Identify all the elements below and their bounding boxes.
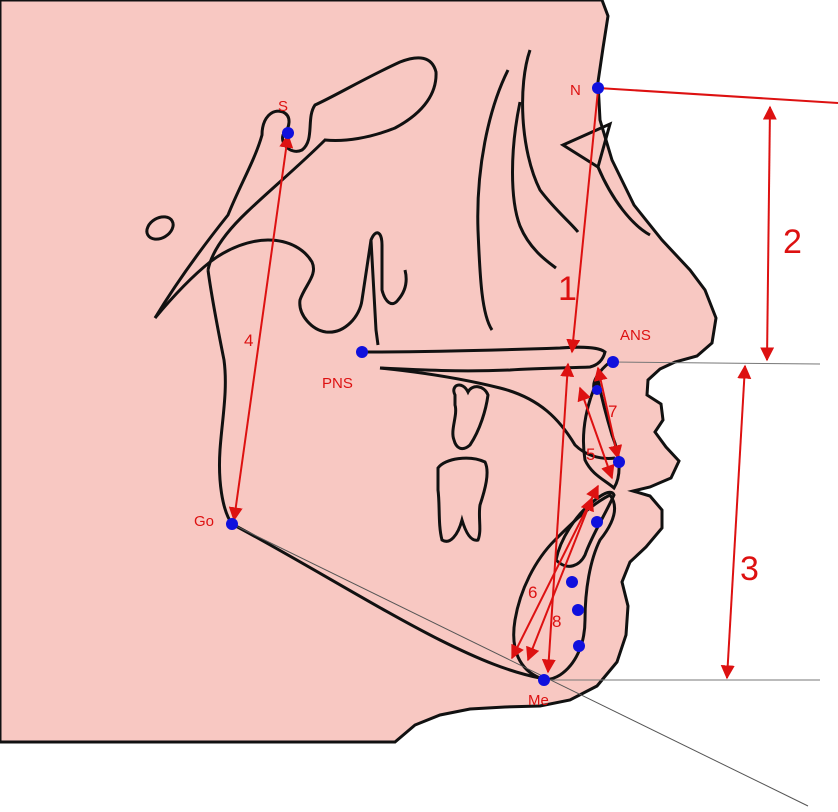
landmark-point-lower-lip — [591, 516, 603, 528]
label-measure-4: 4 — [244, 331, 253, 350]
label-n: N — [570, 82, 581, 99]
landmark-point-ans — [607, 356, 619, 368]
landmark-point-go — [226, 518, 238, 530]
label-s: S — [278, 98, 288, 115]
reference-line-n — [598, 88, 838, 103]
measure-line-2 — [767, 107, 770, 360]
landmark-point-a — [592, 385, 602, 395]
label-measure-6: 6 — [528, 583, 537, 602]
label-measure-8: 8 — [552, 612, 561, 631]
landmark-point-upper-lip — [613, 456, 625, 468]
label-measure-2: 2 — [783, 223, 802, 261]
label-measure-7: 7 — [608, 402, 617, 421]
label-pns: PNS — [322, 375, 353, 392]
landmark-point-me — [538, 674, 550, 686]
head-silhouette — [0, 0, 716, 742]
label-ans: ANS — [620, 327, 651, 344]
measure-line-3 — [727, 366, 745, 678]
label-measure-3: 3 — [740, 550, 759, 588]
label-measure-5: 5 — [586, 445, 595, 464]
landmark-point-b — [566, 576, 578, 588]
label-measure-1: 1 — [558, 270, 577, 308]
label-go: Go — [194, 513, 214, 530]
landmark-point-gn — [573, 640, 585, 652]
landmark-point-pog — [572, 604, 584, 616]
label-me: Me — [528, 692, 549, 709]
landmark-point-n — [592, 82, 604, 94]
landmark-point-pns — [356, 346, 368, 358]
landmark-point-s — [282, 127, 294, 139]
